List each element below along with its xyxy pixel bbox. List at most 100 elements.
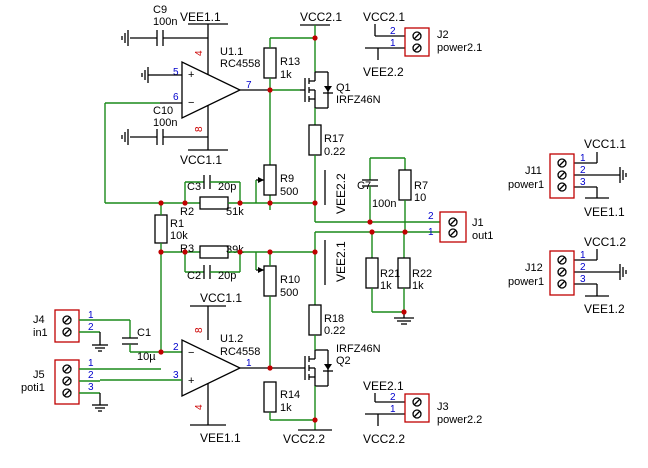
- rail-vee21-mid: VEE2.1: [334, 241, 348, 282]
- r17: [308, 124, 322, 156]
- r1-ref: R1: [170, 218, 184, 230]
- r2: [199, 196, 229, 210]
- r9-value: 500: [280, 186, 298, 198]
- r21-value: 1k: [380, 280, 392, 292]
- rail-vee22-mid: VEE2.2: [334, 173, 348, 214]
- u12-pin1: 1: [246, 358, 252, 369]
- j4-ref: J4: [33, 314, 45, 326]
- j3-value: power2.2: [437, 414, 482, 426]
- c1-ref: C1: [137, 327, 151, 339]
- u12-pin4: 4: [194, 404, 205, 410]
- j12-pin2: 2: [580, 262, 586, 273]
- j3-pin2: 2: [390, 392, 396, 403]
- rail-vcc22-j3: VCC2.2: [363, 432, 405, 446]
- r2-ref: R2: [180, 206, 194, 218]
- j2-value: power2.1: [437, 42, 482, 54]
- rail-vcc21-j2: VCC2.1: [363, 10, 405, 24]
- c9-value: 100n: [153, 16, 177, 28]
- rail-vcc11-j11: VCC1.1: [584, 137, 626, 151]
- u11-pin8: 8: [194, 126, 205, 132]
- r3: [199, 245, 229, 259]
- j5-value: poti1: [21, 382, 45, 394]
- r7-ref: R7: [414, 180, 428, 192]
- j11-pin3: 3: [580, 177, 586, 188]
- j2-pin1: 1: [390, 38, 396, 49]
- c2-value: 20p: [218, 270, 236, 282]
- rail-vee21-j3: VEE2.1: [363, 379, 404, 393]
- r21: [365, 257, 379, 289]
- r13: [263, 47, 277, 79]
- r10-ref: R10: [280, 274, 300, 286]
- j1-ref: J1: [472, 217, 484, 229]
- c9-ref: C9: [153, 4, 167, 16]
- j5-pin1: 1: [88, 358, 94, 369]
- r17-value: 0.22: [324, 146, 345, 158]
- j12-pin3: 3: [580, 274, 586, 285]
- rail-vee11-top: VEE1.1: [180, 10, 221, 24]
- rail-vcc11-bottom: VCC1.1: [200, 291, 242, 305]
- r21-ref: R21: [380, 268, 400, 280]
- c3-value: 20p: [218, 181, 236, 193]
- r7: [398, 169, 412, 201]
- r1-value: 10k: [170, 230, 188, 242]
- r14: [263, 381, 277, 413]
- u11-ref: U1.1: [220, 46, 243, 58]
- j2-pin2: 2: [390, 26, 396, 37]
- u12-pin3: 3: [173, 370, 179, 381]
- j5-pin3: 3: [88, 382, 94, 393]
- rail-vcc21-top: VCC2.1: [300, 10, 342, 24]
- j4-pin1: 1: [88, 310, 94, 321]
- q1-value: IRFZ46N: [336, 94, 381, 106]
- j5-pin2: 2: [88, 370, 94, 381]
- j11-ref: J11: [525, 165, 542, 177]
- opamp-u11: + −: [181, 60, 242, 120]
- u11-pin7: 7: [246, 80, 252, 91]
- c2-ref: C2: [187, 270, 201, 282]
- rail-vee22-j2: VEE2.2: [363, 65, 404, 79]
- c10-value: 100n: [153, 117, 177, 129]
- u12-pin8: 8: [194, 327, 205, 333]
- u12-value: RC4558: [220, 346, 260, 358]
- r22-ref: R22: [412, 268, 432, 280]
- svg-text:+: +: [188, 69, 194, 81]
- rail-vee11-bottom: VEE1.1: [200, 431, 241, 445]
- svg-text:−: −: [188, 97, 194, 109]
- j2-ref: J2: [437, 29, 449, 41]
- u11-pin5: 5: [173, 67, 179, 78]
- j12-value: power1: [508, 276, 544, 288]
- c7-value: 100n: [372, 198, 396, 210]
- rail-vee11-j11: VEE1.1: [584, 205, 625, 219]
- r22-value: 1k: [412, 280, 424, 292]
- rail-vee12-j12: VEE1.2: [584, 302, 625, 316]
- u11-pin6: 6: [173, 92, 179, 103]
- u11-pin4: 4: [194, 50, 205, 56]
- r9: [263, 164, 277, 196]
- j4-pin2: 2: [88, 322, 94, 333]
- j11-pin2: 2: [580, 165, 586, 176]
- r9-ref: R9: [280, 173, 294, 185]
- j3-ref: J3: [437, 401, 449, 413]
- c3-ref: C3: [187, 181, 201, 193]
- c7-ref: C7: [357, 180, 371, 192]
- junction-dots: [158, 35, 408, 423]
- r14-value: 1k: [280, 402, 292, 414]
- j11-pin1: 1: [580, 153, 586, 164]
- r18: [308, 304, 322, 336]
- j1-value: out1: [472, 230, 493, 242]
- r17-ref: R17: [324, 133, 344, 145]
- q2-mosfet: [300, 349, 333, 387]
- r18-ref: R18: [324, 313, 344, 325]
- u12-ref: U1.2: [220, 333, 243, 345]
- q1-ref: Q1: [336, 82, 351, 94]
- svg-text:+: +: [188, 375, 194, 387]
- r7-value: 10: [414, 192, 426, 204]
- rail-vcc12-j12: VCC1.2: [584, 235, 626, 249]
- r2-value: 51k: [226, 206, 244, 218]
- svg-text:−: −: [188, 347, 194, 359]
- q2-value: IRFZ46N: [336, 343, 381, 355]
- r10-value: 500: [280, 287, 298, 299]
- j4-connector: [54, 309, 80, 343]
- r13-value: 1k: [280, 69, 292, 81]
- c10-ref: C10: [153, 105, 173, 117]
- j4-value: in1: [33, 327, 48, 339]
